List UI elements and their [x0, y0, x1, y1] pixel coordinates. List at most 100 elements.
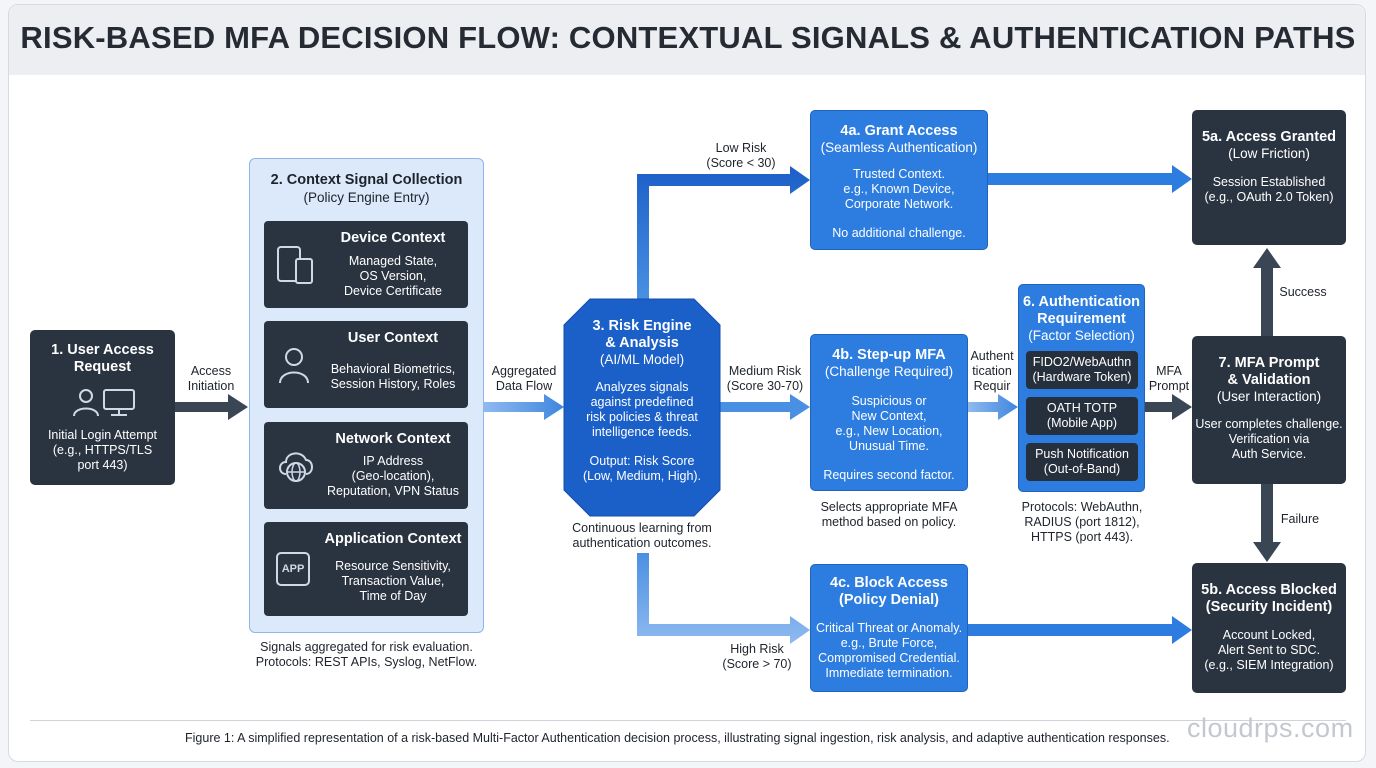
- risk-engine-output: (Low, Medium, High).: [582, 469, 702, 483]
- access-granted-subtitle: (Low Friction): [1228, 146, 1310, 161]
- network-context-line: IP Address: [362, 454, 424, 468]
- app-icon: APP: [276, 552, 310, 586]
- device-context-title: Device Context: [340, 230, 446, 246]
- access-blocked-box: 5b. Access Blocked (Security Incident) A…: [1192, 563, 1346, 693]
- risk-engine-line: risk policies & threat: [586, 410, 698, 424]
- arrow-low-risk: [637, 166, 810, 300]
- user-context-line: Behavioral Biometrics,: [330, 362, 456, 376]
- arrow-grant-to-granted: [988, 165, 1192, 193]
- grant-access-line: e.g., Known Device,: [843, 182, 955, 196]
- grant-access-subtitle: (Seamless Authentication): [820, 140, 978, 155]
- stepup-line: e.g., New Location,: [835, 424, 943, 438]
- mfa-validation-line: Verification via: [1228, 432, 1310, 446]
- access-granted-title: 5a. Access Granted: [1201, 129, 1337, 145]
- arrow-access-initiation: [175, 394, 248, 420]
- grant-access-box: 4a. Grant Access (Seamless Authenticatio…: [810, 110, 988, 250]
- diagram-title: RISK-BASED MFA DECISION FLOW: CONTEXTUAL…: [20, 20, 1356, 55]
- network-context-line: Reputation, VPN Status: [326, 484, 460, 498]
- user-access-title: 1. User Access: [51, 342, 154, 358]
- grant-access-extra: No additional challenge.: [832, 226, 966, 240]
- success-label: Success: [1279, 285, 1327, 299]
- access-blocked-title: 5b. Access Blocked: [1201, 582, 1337, 598]
- stepup-line: Unusual Time.: [849, 439, 929, 453]
- access-blocked-line: Alert Sent to SDC.: [1217, 643, 1321, 657]
- auth-req-subtitle: (Factor Selection): [1028, 328, 1135, 343]
- context-note: Signals aggregated for risk evaluation. …: [255, 640, 478, 669]
- mfa-validation-box: 7. MFA Prompt & Validation (User Interac…: [1192, 336, 1346, 484]
- auth-req-title: 6. Authentication: [1022, 294, 1141, 310]
- risk-engine-output: Output: Risk Score: [589, 454, 695, 468]
- application-context-line: Resource Sensitivity,: [335, 559, 451, 573]
- low-risk-label: Low Risk (Score < 30): [706, 141, 776, 170]
- high-risk-label: High Risk (Score > 70): [722, 642, 792, 671]
- arrow-block-to-blocked: [968, 616, 1192, 644]
- stepup-mfa-box: 4b. Step-up MFA (Challenge Required) Sus…: [810, 334, 968, 491]
- mfa-prompt-label: MFA Prompt: [1148, 364, 1190, 393]
- arrow-aggregated: [484, 394, 564, 420]
- risk-engine-shape: [563, 298, 721, 517]
- device-context-line: OS Version,: [359, 269, 427, 283]
- grant-access-line: Trusted Context.: [853, 167, 945, 181]
- access-granted-box: 5a. Access Granted (Low Friction) Sessio…: [1192, 110, 1346, 245]
- device-context-line: Device Certificate: [344, 284, 442, 298]
- medium-risk-label: Medium Risk (Score 30-70): [726, 364, 804, 393]
- application-context-line: Time of Day: [359, 589, 427, 603]
- user-icon: [73, 389, 99, 417]
- auth-requirement-label: Authent tication Requir: [970, 349, 1014, 393]
- block-access-title: 4c. Block Access: [830, 575, 948, 591]
- access-blocked-line: Account Locked,: [1222, 628, 1316, 642]
- globe-icon: [279, 452, 313, 482]
- grant-access-title: 4a. Grant Access: [840, 123, 958, 139]
- block-access-line: Critical Threat or Anomaly.: [815, 621, 963, 635]
- mfa-validation-title: 7. MFA Prompt: [1218, 355, 1320, 371]
- device-context-card: Device Context Managed State, OS Version…: [264, 221, 468, 308]
- access-blocked-line: (e.g., SIEM Integration): [1204, 658, 1334, 672]
- user-context-line: Session History, Roles: [330, 377, 456, 391]
- aggregated-data-label: Aggregated Data Flow: [491, 364, 557, 393]
- mfa-validation-line: User completes challenge.: [1195, 417, 1343, 431]
- context-panel-title: 2. Context Signal Collection (Policy Eng…: [270, 172, 463, 205]
- user-access-line: Initial Login Attempt: [47, 428, 158, 442]
- grant-access-line: Corporate Network.: [844, 197, 954, 211]
- title-band: [9, 5, 1365, 75]
- user-access-line: port 443): [77, 458, 128, 472]
- stepup-line: Suspicious or: [851, 394, 927, 408]
- stepup-extra: Requires second factor.: [823, 468, 955, 482]
- arrow-stepup-to-auth: [968, 394, 1018, 420]
- arrow-success: [1253, 248, 1281, 336]
- block-access-line: e.g., Brute Force,: [840, 636, 938, 650]
- stepup-note: Selects appropriate MFA method based on …: [820, 500, 958, 529]
- risk-engine-line: Analyzes signals: [595, 380, 689, 394]
- network-context-line: (Geo-location),: [351, 469, 435, 483]
- monitor-icon: [103, 389, 135, 416]
- risk-engine-title-2: & Analysis: [605, 335, 679, 351]
- factor-fido2: FIDO2/WebAuthn (Hardware Token): [1026, 351, 1138, 389]
- arrow-failure: [1253, 484, 1281, 562]
- auth-req-title-2: Requirement: [1037, 311, 1126, 327]
- factor-push: Push Notification (Out-of-Band): [1026, 443, 1138, 481]
- network-context-title: Network Context: [335, 431, 451, 447]
- mfa-validation-title-2: & Validation: [1227, 372, 1311, 388]
- access-granted-line: Session Established: [1212, 175, 1326, 189]
- block-access-line: Compromised Credential.: [818, 651, 960, 665]
- arrow-high-risk: [637, 553, 810, 644]
- devices-icon: [277, 246, 313, 284]
- mfa-validation-line: Auth Service.: [1231, 447, 1307, 461]
- access-initiation-label: Access Initiation: [187, 364, 235, 393]
- application-context-title: Application Context: [324, 531, 462, 547]
- caption-divider: [30, 720, 1346, 721]
- risk-engine-line: intelligence feeds.: [591, 425, 693, 439]
- user-access-box: 1. User Access Request Initial Login Att…: [30, 330, 175, 485]
- watermark: cloudrps.com: [1187, 713, 1354, 743]
- risk-engine-box: 3. Risk Engine & Analysis (AI/ML Model) …: [564, 318, 720, 498]
- failure-label: Failure: [1280, 512, 1320, 526]
- access-granted-line: (e.g., OAuth 2.0 Token): [1204, 190, 1334, 204]
- user-icon: [279, 348, 309, 384]
- user-access-title-2: Request: [73, 359, 132, 375]
- user-context-title: User Context: [347, 330, 439, 346]
- application-context-card: APP Application Context Resource Sensiti…: [264, 522, 468, 616]
- access-blocked-title-2: (Security Incident): [1205, 599, 1333, 615]
- arrow-auth-to-prompt: [1145, 394, 1192, 420]
- risk-engine-line: against predefined: [590, 395, 694, 409]
